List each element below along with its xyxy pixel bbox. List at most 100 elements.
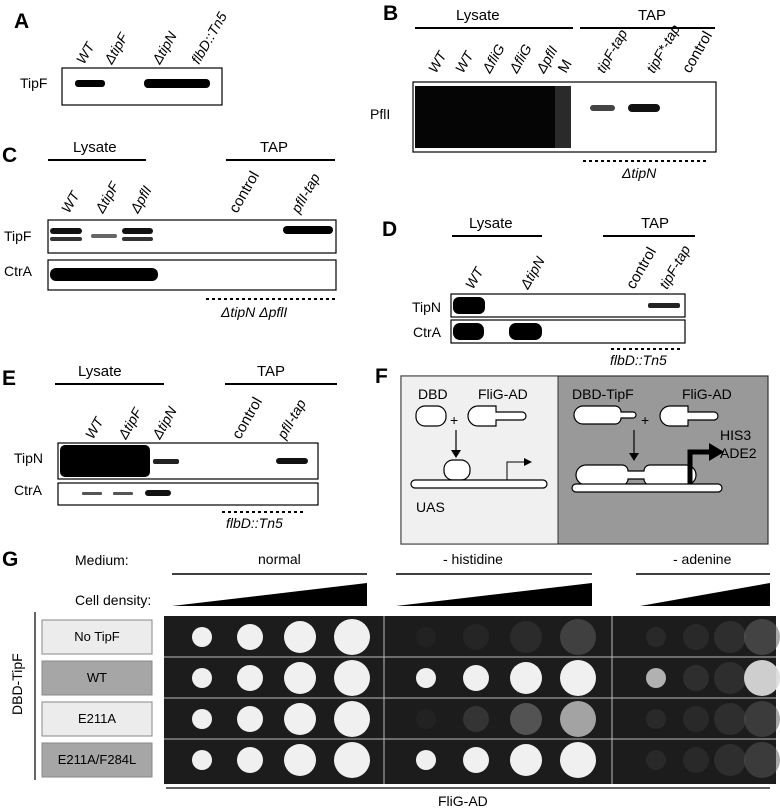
growth-spot	[510, 744, 542, 776]
growth-spot	[284, 744, 316, 776]
lane-label: tipF-tap	[656, 242, 694, 291]
row-label: E211A	[78, 711, 116, 726]
control-schematic-box	[400, 375, 559, 545]
strain-footer: ΔtipN	[621, 165, 657, 181]
blot-bands	[50, 268, 158, 281]
band	[648, 303, 680, 308]
band	[276, 458, 308, 464]
dbd-bound-to-uas	[443, 459, 471, 481]
lane-label: M	[555, 57, 576, 76]
growth-spot	[463, 665, 489, 691]
growth-spot	[714, 662, 746, 694]
row-box	[41, 660, 153, 696]
growth-spot	[744, 619, 780, 655]
medium-label: Medium:	[75, 552, 129, 568]
flig-ad-label: FliG-AD	[478, 386, 528, 402]
blot-bands	[453, 297, 680, 314]
band	[50, 228, 82, 234]
row-label: TipF	[20, 75, 47, 91]
row-box	[41, 619, 153, 655]
row-label: TipN	[14, 450, 43, 466]
flig-ad-domain	[659, 405, 719, 427]
density-wedge	[396, 583, 592, 606]
band	[453, 323, 484, 340]
medium-adenine: - adenine	[673, 551, 732, 567]
band	[75, 80, 105, 87]
growth-spot	[683, 706, 709, 732]
panel-a: A WT ΔtipF ΔtipN flbD::Tn5 TipF	[14, 9, 230, 106]
band	[145, 490, 171, 496]
growth-spot	[416, 668, 436, 688]
dbd-domain	[415, 405, 447, 427]
strain-footer: flbD::Tn5	[610, 352, 667, 368]
panel-label: E	[2, 367, 16, 390]
group-header-lysate: Lysate	[78, 363, 122, 380]
lane-label: pflI-tap	[287, 170, 323, 216]
reporter-ade2: ADE2	[720, 445, 757, 461]
growth-spot	[237, 747, 263, 773]
binding-arrow-head	[629, 453, 639, 461]
blot-strip	[450, 319, 686, 344]
blot-bands	[82, 490, 171, 496]
growth-spot	[646, 668, 666, 688]
lane-label: WT	[452, 47, 477, 75]
panel-d: D Lysate TAP WT ΔtipN control tipF-tap T…	[382, 215, 695, 368]
blot-bands	[60, 445, 308, 477]
lane-label: tipF-tap	[593, 26, 631, 75]
lane-label: tipF*-tap	[643, 21, 683, 75]
blot-bands	[415, 86, 660, 148]
lane-label: ΔtipN	[516, 253, 548, 292]
growth-spot	[192, 668, 212, 688]
growth-spot	[416, 627, 436, 647]
growth-spot	[284, 703, 316, 735]
group-header-tap: TAP	[257, 363, 285, 380]
growth-spot	[510, 703, 542, 735]
growth-spot	[334, 660, 370, 696]
row-label: TipF	[4, 228, 31, 244]
row-label: CtrA	[413, 324, 442, 340]
growth-spot	[646, 709, 666, 729]
growth-spot	[714, 703, 746, 735]
band	[50, 268, 158, 281]
row-label: WT	[87, 670, 107, 685]
panel-label: F	[375, 365, 388, 388]
row-box	[41, 701, 153, 737]
lane-label: flbD::Tn5	[188, 9, 230, 66]
band	[453, 297, 485, 314]
growth-spot	[510, 662, 542, 694]
lane-label: ΔtipN	[148, 403, 180, 442]
strain-footer: ΔtipN ΔpflI	[220, 304, 287, 320]
binding-arrow-head	[451, 450, 461, 458]
panel-label: D	[382, 218, 397, 241]
group-header-lysate: Lysate	[456, 7, 500, 24]
band	[113, 492, 133, 495]
growth-spot	[284, 621, 316, 653]
lane-label: WT	[58, 187, 83, 215]
dbd-label: DBD	[418, 386, 448, 402]
panel-label: A	[14, 10, 29, 33]
strain-footer: flbD::Tn5	[226, 515, 283, 531]
lane-label: control	[226, 169, 263, 216]
growth-spot	[744, 742, 780, 778]
growth-spot	[510, 621, 542, 653]
row-label: E211A/F284L	[58, 752, 137, 767]
group-header-tap: TAP	[641, 215, 669, 232]
panel-g: G Medium: Cell density: normal - histidi…	[2, 548, 780, 809]
band	[122, 228, 153, 234]
bottom-label-flig-ad: FliG-AD	[438, 793, 488, 809]
group-header-lysate: Lysate	[73, 139, 117, 156]
blot-bands	[453, 323, 542, 340]
growth-spot	[560, 619, 596, 655]
row-label: TipN	[412, 299, 441, 315]
lane-label: ΔtipN	[148, 28, 180, 67]
growth-spot	[237, 706, 263, 732]
growth-spot	[646, 627, 666, 647]
band	[590, 105, 615, 111]
growth-spot	[463, 747, 489, 773]
band	[283, 226, 333, 234]
transcription-arrow	[506, 461, 527, 480]
row-label: CtrA	[14, 482, 43, 498]
growth-spot	[334, 619, 370, 655]
reporter-his3: HIS3	[720, 427, 751, 443]
